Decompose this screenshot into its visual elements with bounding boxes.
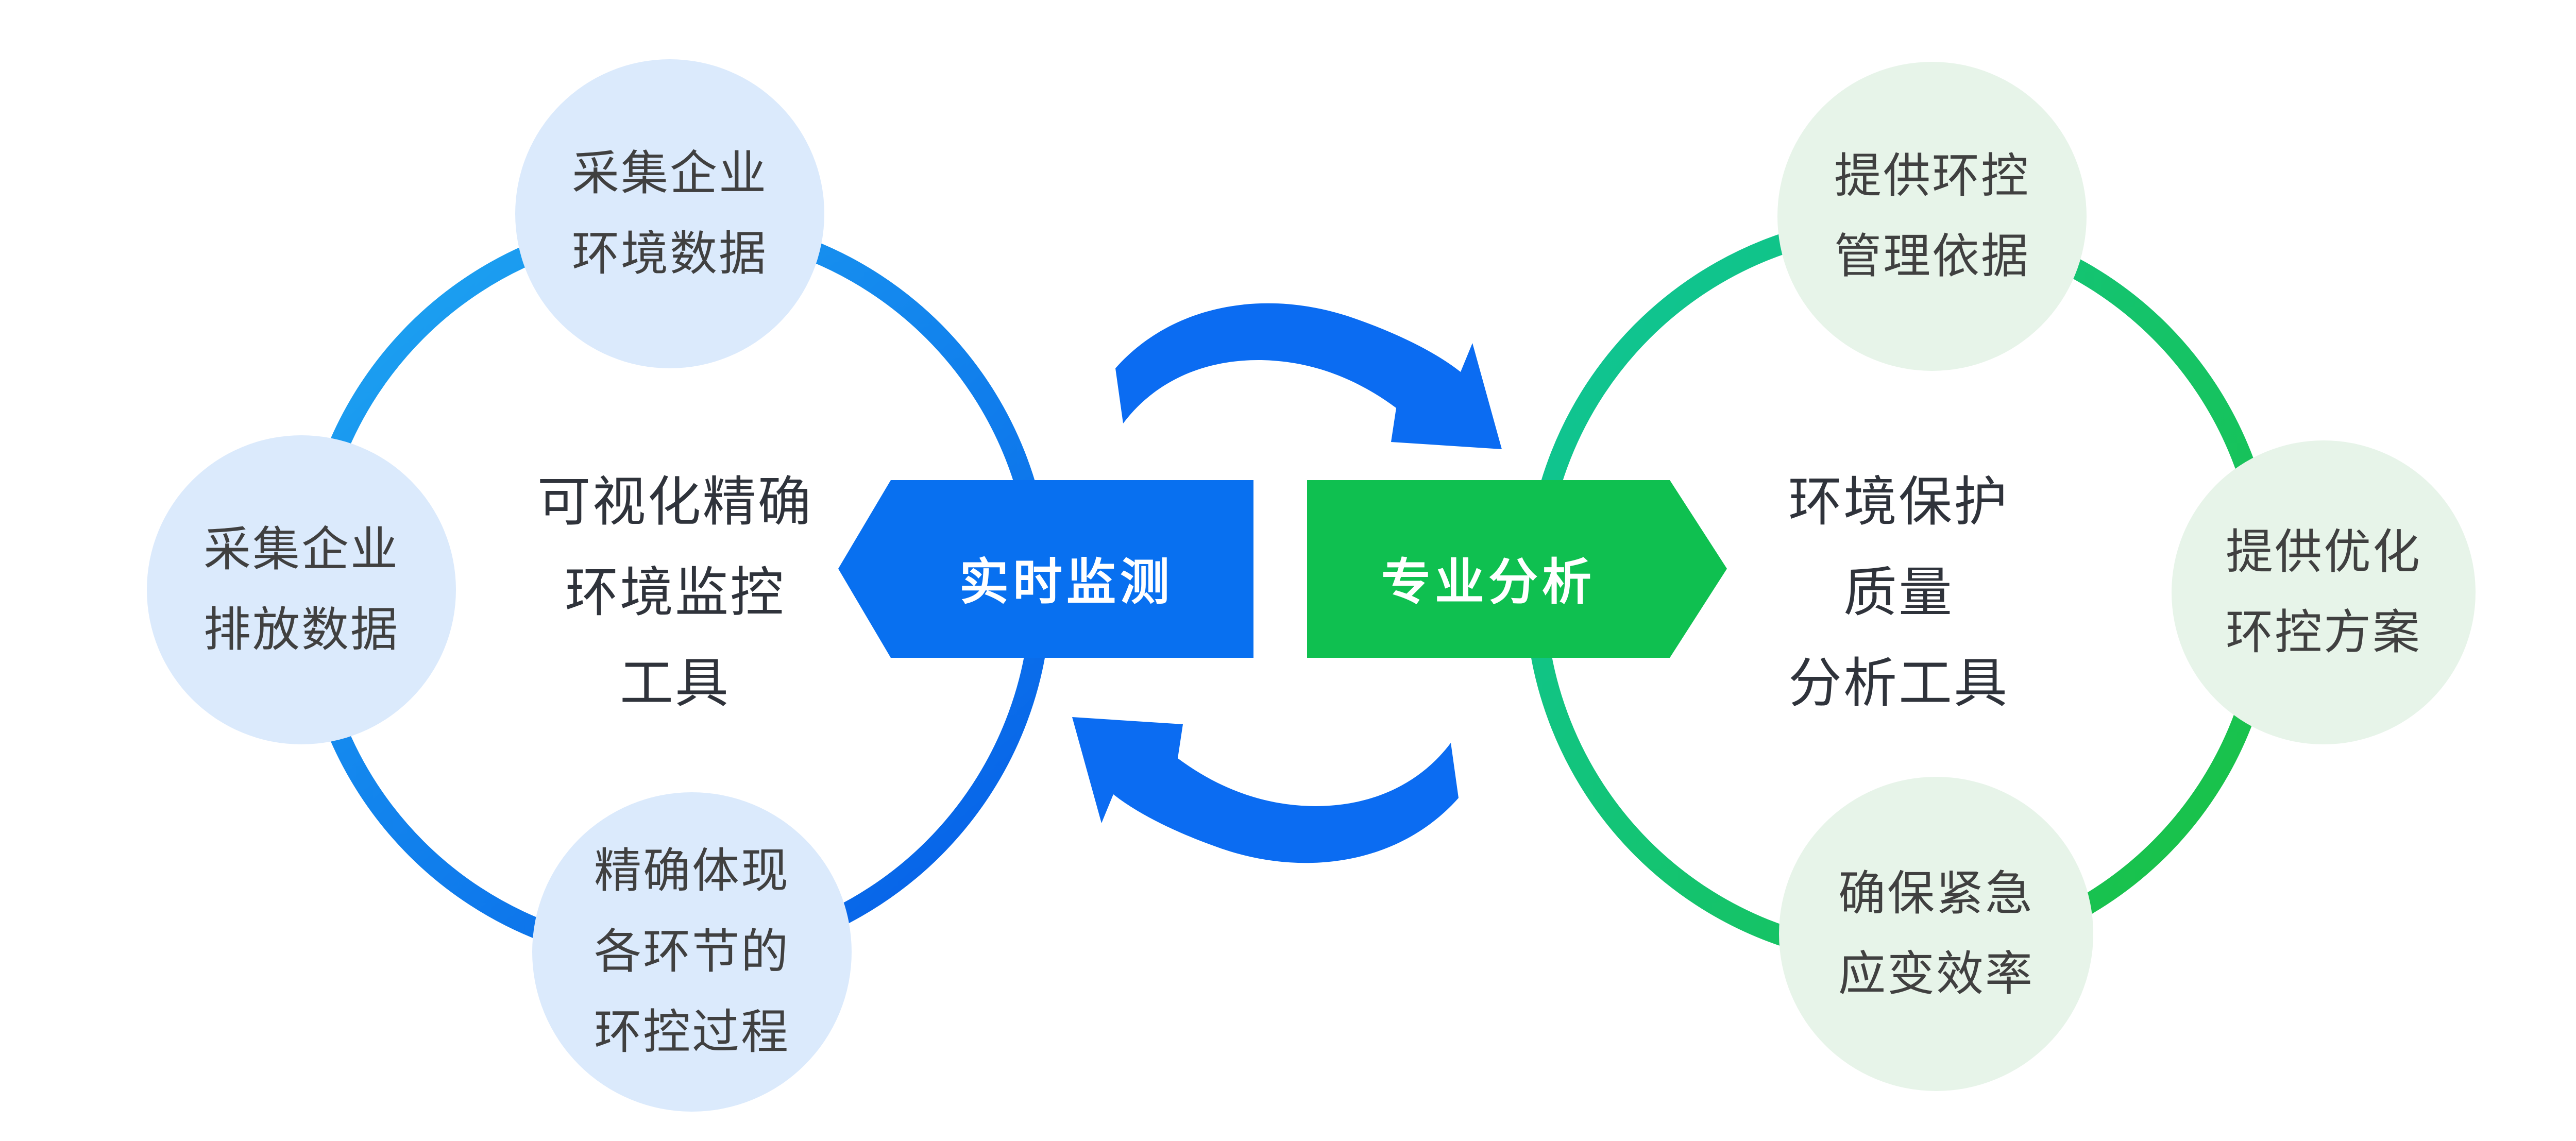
- hub-line: 环境监控: [564, 563, 785, 623]
- cycle-arrow-top: [1115, 303, 1502, 449]
- satellite-emergency-response: 确保紧急 应变效率: [1779, 777, 2093, 1091]
- realtime-monitor-banner-label: 实时监测: [959, 555, 1174, 610]
- hub-line: 环境保护: [1788, 472, 2009, 532]
- cycle-arrow-bottom: [1072, 717, 1459, 863]
- satellite-line: 环控方案: [2225, 606, 2421, 659]
- right-hub-title: 环境保护 质量 分析工具: [1641, 457, 2156, 729]
- satellite-line: 各环节的: [594, 925, 790, 978]
- hub-line: 工具: [619, 653, 730, 713]
- satellite-reflect-control-process: 精确体现 各环节的 环控过程: [532, 792, 852, 1112]
- satellite-line: 提供优化: [2225, 525, 2421, 578]
- hub-line: 可视化精确: [537, 472, 813, 532]
- satellite-line: 确保紧急: [1838, 867, 2034, 920]
- satellite-line: 提供环控: [1834, 149, 2030, 202]
- left-hub-title: 可视化精确 环境监控 工具: [417, 457, 933, 729]
- hub-line: 质量: [1843, 563, 1954, 623]
- satellite-collect-env-data: 采集企业 环境数据: [515, 59, 824, 368]
- satellite-collect-emission-data: 采集企业 排放数据: [147, 435, 456, 744]
- satellite-line: 采集企业: [203, 523, 399, 576]
- hub-line: 分析工具: [1788, 653, 2009, 713]
- satellite-management-basis: 提供环控 管理依据: [1777, 62, 2087, 371]
- satellite-line: 环控过程: [594, 1006, 790, 1059]
- satellite-line: 排放数据: [203, 604, 399, 656]
- professional-analysis-banner: [1307, 480, 1727, 658]
- professional-analysis-banner-label: 专业分析: [1381, 555, 1596, 610]
- satellite-line: 管理依据: [1834, 230, 2030, 283]
- realtime-monitor-banner: [838, 480, 1253, 658]
- satellite-line: 环境数据: [571, 228, 768, 280]
- satellite-line: 采集企业: [571, 147, 768, 200]
- satellite-line: 应变效率: [1838, 948, 2034, 1000]
- satellite-line: 精确体现: [594, 845, 790, 898]
- satellite-optimized-plan: 提供优化 环控方案: [2172, 440, 2476, 744]
